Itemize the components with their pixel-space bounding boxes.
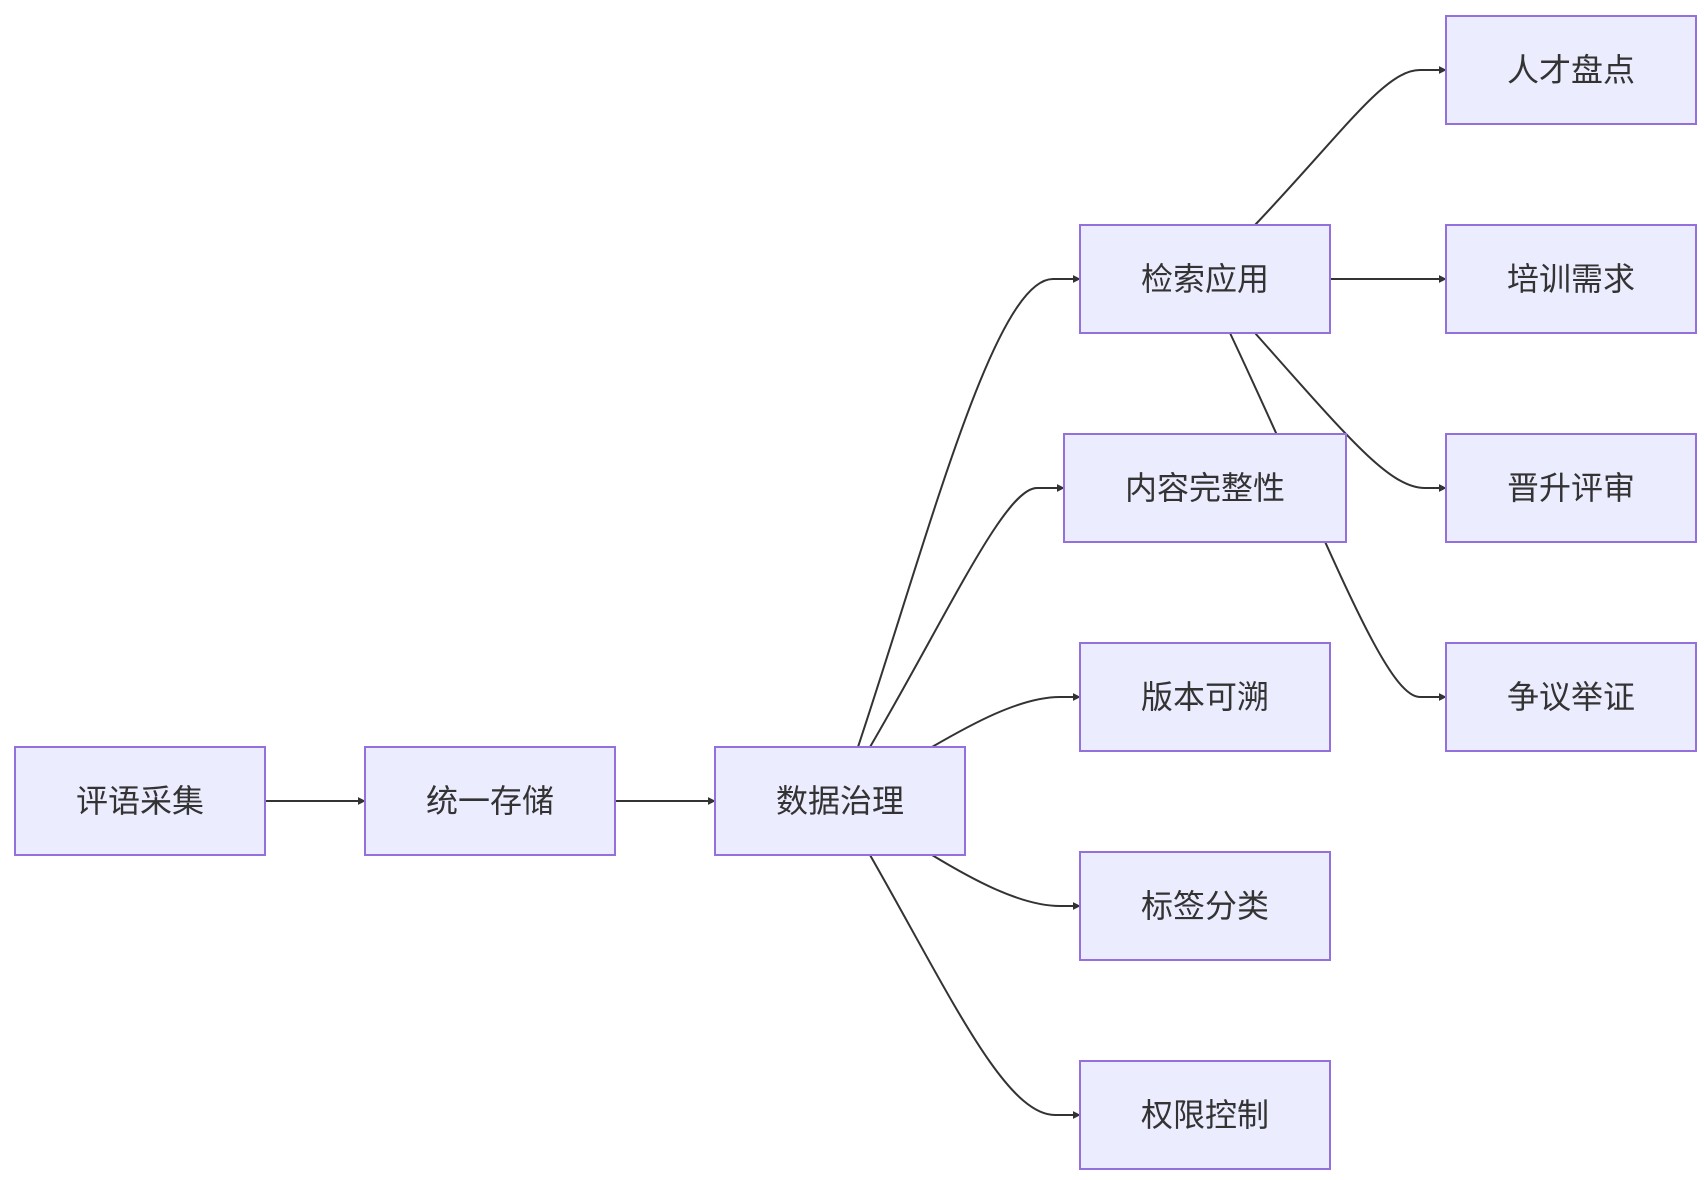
node-box bbox=[14, 746, 266, 856]
edges-layer bbox=[265, 66, 1447, 1119]
edge-line bbox=[869, 484, 1065, 748]
node-training[interactable]: 培训需求 bbox=[1445, 224, 1697, 334]
edge-line bbox=[1229, 332, 1447, 701]
node-box bbox=[1445, 15, 1697, 125]
node-talent[interactable]: 人才盘点 bbox=[1445, 15, 1697, 125]
node-label: 标签分类 bbox=[1141, 887, 1269, 925]
edge-line bbox=[869, 854, 1081, 1119]
edge-search-talent bbox=[1254, 66, 1447, 226]
node-promotion[interactable]: 晋升评审 bbox=[1445, 433, 1697, 543]
edge-search-promotion bbox=[1254, 332, 1447, 492]
node-box bbox=[1445, 224, 1697, 334]
node-label: 评语采集 bbox=[76, 782, 204, 820]
edge-line bbox=[1254, 332, 1447, 492]
node-label: 检索应用 bbox=[1141, 260, 1269, 298]
node-label: 统一存储 bbox=[426, 782, 554, 820]
node-label: 版本可溯 bbox=[1141, 678, 1269, 716]
node-box bbox=[1445, 642, 1697, 752]
node-label: 内容完整性 bbox=[1125, 469, 1285, 507]
node-label: 晋升评审 bbox=[1507, 469, 1635, 507]
node-search[interactable]: 检索应用 bbox=[1079, 224, 1331, 334]
node-box bbox=[1079, 224, 1331, 334]
node-label: 权限控制 bbox=[1141, 1096, 1269, 1134]
node-access[interactable]: 权限控制 bbox=[1079, 1060, 1331, 1170]
node-integrity[interactable]: 内容完整性 bbox=[1063, 433, 1347, 543]
node-store[interactable]: 统一存储 bbox=[364, 746, 616, 856]
node-label: 人才盘点 bbox=[1507, 51, 1635, 89]
node-dispute[interactable]: 争议举证 bbox=[1445, 642, 1697, 752]
edge-line bbox=[1254, 66, 1447, 226]
node-box bbox=[1445, 433, 1697, 543]
node-label: 培训需求 bbox=[1507, 260, 1635, 298]
node-box bbox=[714, 746, 966, 856]
node-tagging[interactable]: 标签分类 bbox=[1079, 851, 1331, 961]
node-version[interactable]: 版本可溯 bbox=[1079, 642, 1331, 752]
node-box bbox=[1079, 642, 1331, 752]
edge-govern-access bbox=[869, 854, 1081, 1119]
node-govern[interactable]: 数据治理 bbox=[714, 746, 966, 856]
edge-search-dispute bbox=[1229, 332, 1447, 701]
node-label: 争议举证 bbox=[1507, 678, 1635, 716]
node-label: 数据治理 bbox=[776, 782, 904, 820]
node-box bbox=[1079, 1060, 1331, 1170]
edge-govern-search bbox=[857, 275, 1081, 748]
edge-govern-tagging bbox=[931, 854, 1081, 910]
edge-govern-version bbox=[931, 693, 1081, 748]
node-box bbox=[1063, 433, 1347, 543]
node-box bbox=[1079, 851, 1331, 961]
node-collect[interactable]: 评语采集 bbox=[14, 746, 266, 856]
edge-govern-integrity bbox=[869, 484, 1065, 748]
node-box bbox=[364, 746, 616, 856]
edge-line bbox=[931, 693, 1081, 748]
edge-line bbox=[857, 275, 1081, 748]
edge-line bbox=[931, 854, 1081, 910]
